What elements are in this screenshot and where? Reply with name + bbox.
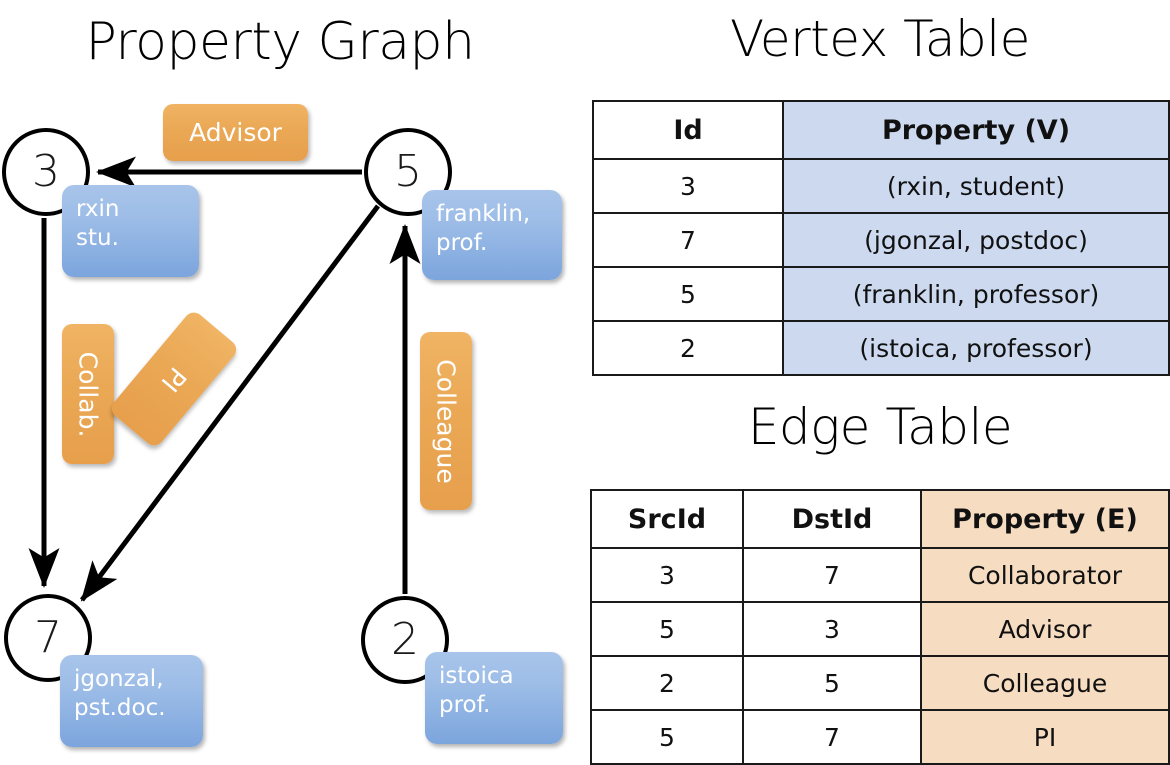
vertex-table: Id Property (V) 3 (rxin, student) 7 (jgo…: [592, 100, 1170, 376]
table-row[interactable]: 5 7 PI: [590, 709, 1170, 765]
vertex-cell-property: (jgonzal, postdoc): [782, 212, 1170, 268]
node-property-franklin-line2: prof.: [436, 230, 488, 257]
table-row[interactable]: 3 7 Collaborator: [590, 547, 1170, 603]
edge-line-5-to-7: [80, 204, 380, 602]
edge-label-colleague-text: Colleague: [431, 358, 461, 484]
node-property-rxin-line2: stu.: [76, 225, 119, 252]
page-title-property-graph: Property Graph: [85, 12, 475, 72]
graph-node-2-label: 2: [391, 614, 419, 665]
property-graph-diagram: 3 5 7 2 rxin stu. franklin, prof. jgonza…: [0, 0, 585, 760]
vertex-cell-id: 2: [592, 320, 784, 376]
vertex-cell-property: (rxin, student): [782, 158, 1170, 214]
graph-node-2[interactable]: 2: [361, 596, 449, 684]
edge-cell-srcid: 5: [590, 601, 744, 657]
vertex-cell-id: 5: [592, 266, 784, 322]
edge-table: SrcId DstId Property (E) 3 7 Collaborato…: [590, 489, 1170, 765]
edge-cell-dstid: 5: [742, 655, 922, 711]
graph-node-5[interactable]: 5: [364, 128, 452, 216]
vertex-table-header-id: Id: [592, 100, 784, 160]
node-property-box-franklin[interactable]: franklin, prof.: [422, 190, 562, 280]
page-title-edge-table: Edge Table: [747, 398, 1013, 456]
edge-table-header-row: SrcId DstId Property (E): [590, 489, 1170, 549]
table-row[interactable]: 5 3 Advisor: [590, 601, 1170, 657]
table-row[interactable]: 2 (istoica, professor): [592, 320, 1170, 376]
node-property-istoica-line2: prof.: [439, 692, 491, 719]
edge-label-collab[interactable]: Collab.: [62, 324, 114, 464]
table-row[interactable]: 3 (rxin, student): [592, 158, 1170, 214]
graph-node-5-label: 5: [394, 146, 422, 197]
vertex-table-header-row: Id Property (V): [592, 100, 1170, 160]
edge-cell-property: Collaborator: [920, 547, 1170, 603]
edge-table-header-dstid: DstId: [742, 489, 922, 549]
node-property-jgonzal-line2: pst.doc.: [74, 695, 166, 722]
edge-cell-srcid: 3: [590, 547, 744, 603]
edge-label-collab-text: Collab.: [73, 351, 103, 437]
node-property-box-rxin[interactable]: rxin stu.: [62, 185, 199, 277]
vertex-cell-property: (franklin, professor): [782, 266, 1170, 322]
node-property-rxin-line1: rxin: [76, 196, 120, 222]
edge-cell-property: Colleague: [920, 655, 1170, 711]
edge-cell-srcid: 2: [590, 655, 744, 711]
node-property-franklin-line1: franklin,: [436, 201, 531, 227]
edge-cell-property: PI: [920, 709, 1170, 765]
edge-cell-srcid: 5: [590, 709, 744, 765]
node-property-istoica-line1: istoica: [439, 663, 514, 689]
table-row[interactable]: 2 5 Colleague: [590, 655, 1170, 711]
graph-node-7-label: 7: [34, 612, 62, 663]
vertex-cell-id: 7: [592, 212, 784, 268]
edge-label-advisor[interactable]: Advisor: [163, 104, 308, 161]
edge-label-colleague[interactable]: Colleague: [420, 332, 472, 510]
table-row[interactable]: 5 (franklin, professor): [592, 266, 1170, 322]
edge-cell-dstid: 3: [742, 601, 922, 657]
edge-cell-dstid: 7: [742, 709, 922, 765]
vertex-cell-id: 3: [592, 158, 784, 214]
table-row[interactable]: 7 (jgonzal, postdoc): [592, 212, 1170, 268]
edge-label-pi-text: PI: [155, 361, 193, 397]
graph-node-3-label: 3: [32, 146, 60, 197]
node-property-box-istoica[interactable]: istoica prof.: [425, 652, 563, 744]
node-property-box-jgonzal[interactable]: jgonzal, pst.doc.: [60, 655, 203, 747]
vertex-cell-property: (istoica, professor): [782, 320, 1170, 376]
edge-table-header-srcid: SrcId: [590, 489, 744, 549]
edge-cell-property: Advisor: [920, 601, 1170, 657]
edge-label-advisor-text: Advisor: [189, 118, 282, 147]
vertex-table-header-property: Property (V): [782, 100, 1170, 160]
graph-edge-lines: [28, 156, 421, 602]
node-property-jgonzal-line1: jgonzal,: [74, 666, 164, 692]
page-title-vertex-table: Vertex Table: [730, 10, 1030, 68]
edge-cell-dstid: 7: [742, 547, 922, 603]
edge-table-header-property: Property (E): [920, 489, 1170, 549]
